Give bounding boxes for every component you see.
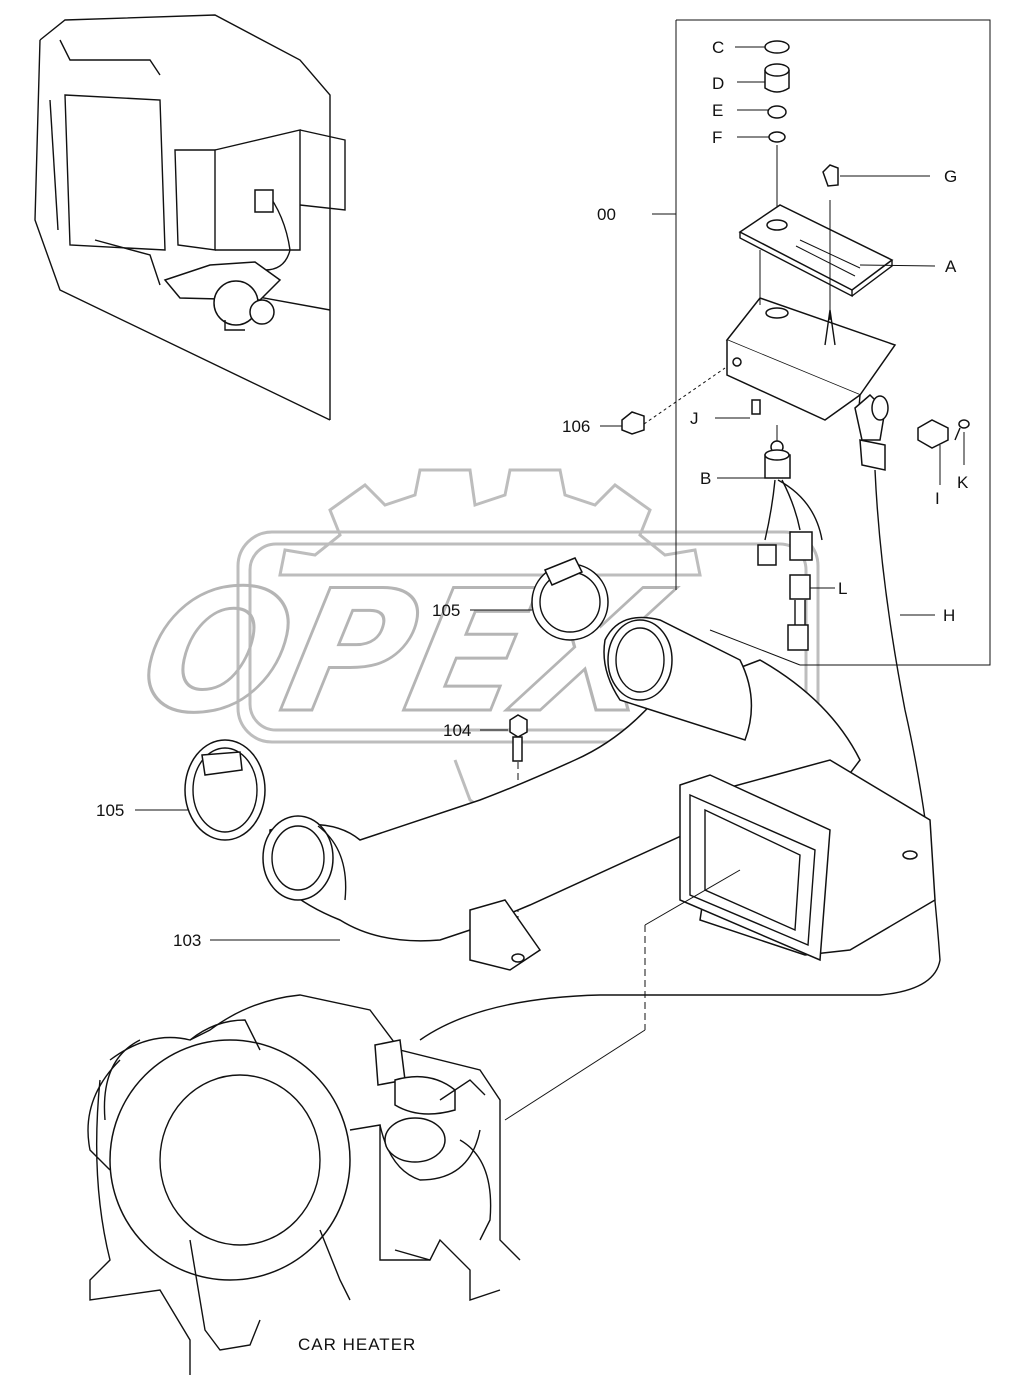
clamp-105-lower-part — [135, 739, 266, 841]
callout-104: 104 — [443, 721, 471, 740]
callout-106: 106 — [562, 417, 590, 436]
bolt-106-part — [600, 367, 726, 435]
callout-e: E — [712, 101, 723, 120]
switch-b-part — [717, 425, 823, 566]
connector-l-part — [787, 574, 835, 651]
knob-g-part — [822, 164, 839, 187]
kit-boundary — [675, 19, 991, 666]
screw-k-part — [954, 419, 970, 465]
cab-inset — [34, 14, 346, 421]
cap-c-part — [764, 40, 790, 54]
callout-c: C — [712, 38, 724, 57]
callout-00: 00 — [597, 205, 616, 224]
duct-103-part — [210, 616, 861, 971]
callout-g: G — [944, 167, 957, 186]
cable-h-part — [419, 469, 941, 1041]
car-heater-unit — [87, 994, 521, 1375]
callout-i: I — [935, 489, 940, 508]
callout-105-lower: 105 — [96, 801, 124, 820]
callout-l: L — [838, 579, 847, 598]
callout-103: 103 — [173, 931, 201, 950]
callout-h: H — [943, 606, 955, 625]
clamp-105-upper-part — [470, 557, 609, 641]
callout-105-upper: 105 — [432, 601, 460, 620]
clip-i-part — [917, 419, 949, 485]
cap-stack — [735, 40, 790, 230]
callout-j: J — [690, 409, 699, 428]
callout-k: K — [957, 473, 969, 492]
caption-car-heater: CAR HEATER — [298, 1335, 416, 1354]
air-outlet-part — [504, 759, 936, 1121]
callout-a: A — [945, 257, 957, 276]
control-bracket — [725, 250, 897, 471]
callout-b: B — [700, 469, 711, 488]
callout-f: F — [712, 128, 722, 147]
callout-d: D — [712, 74, 724, 93]
